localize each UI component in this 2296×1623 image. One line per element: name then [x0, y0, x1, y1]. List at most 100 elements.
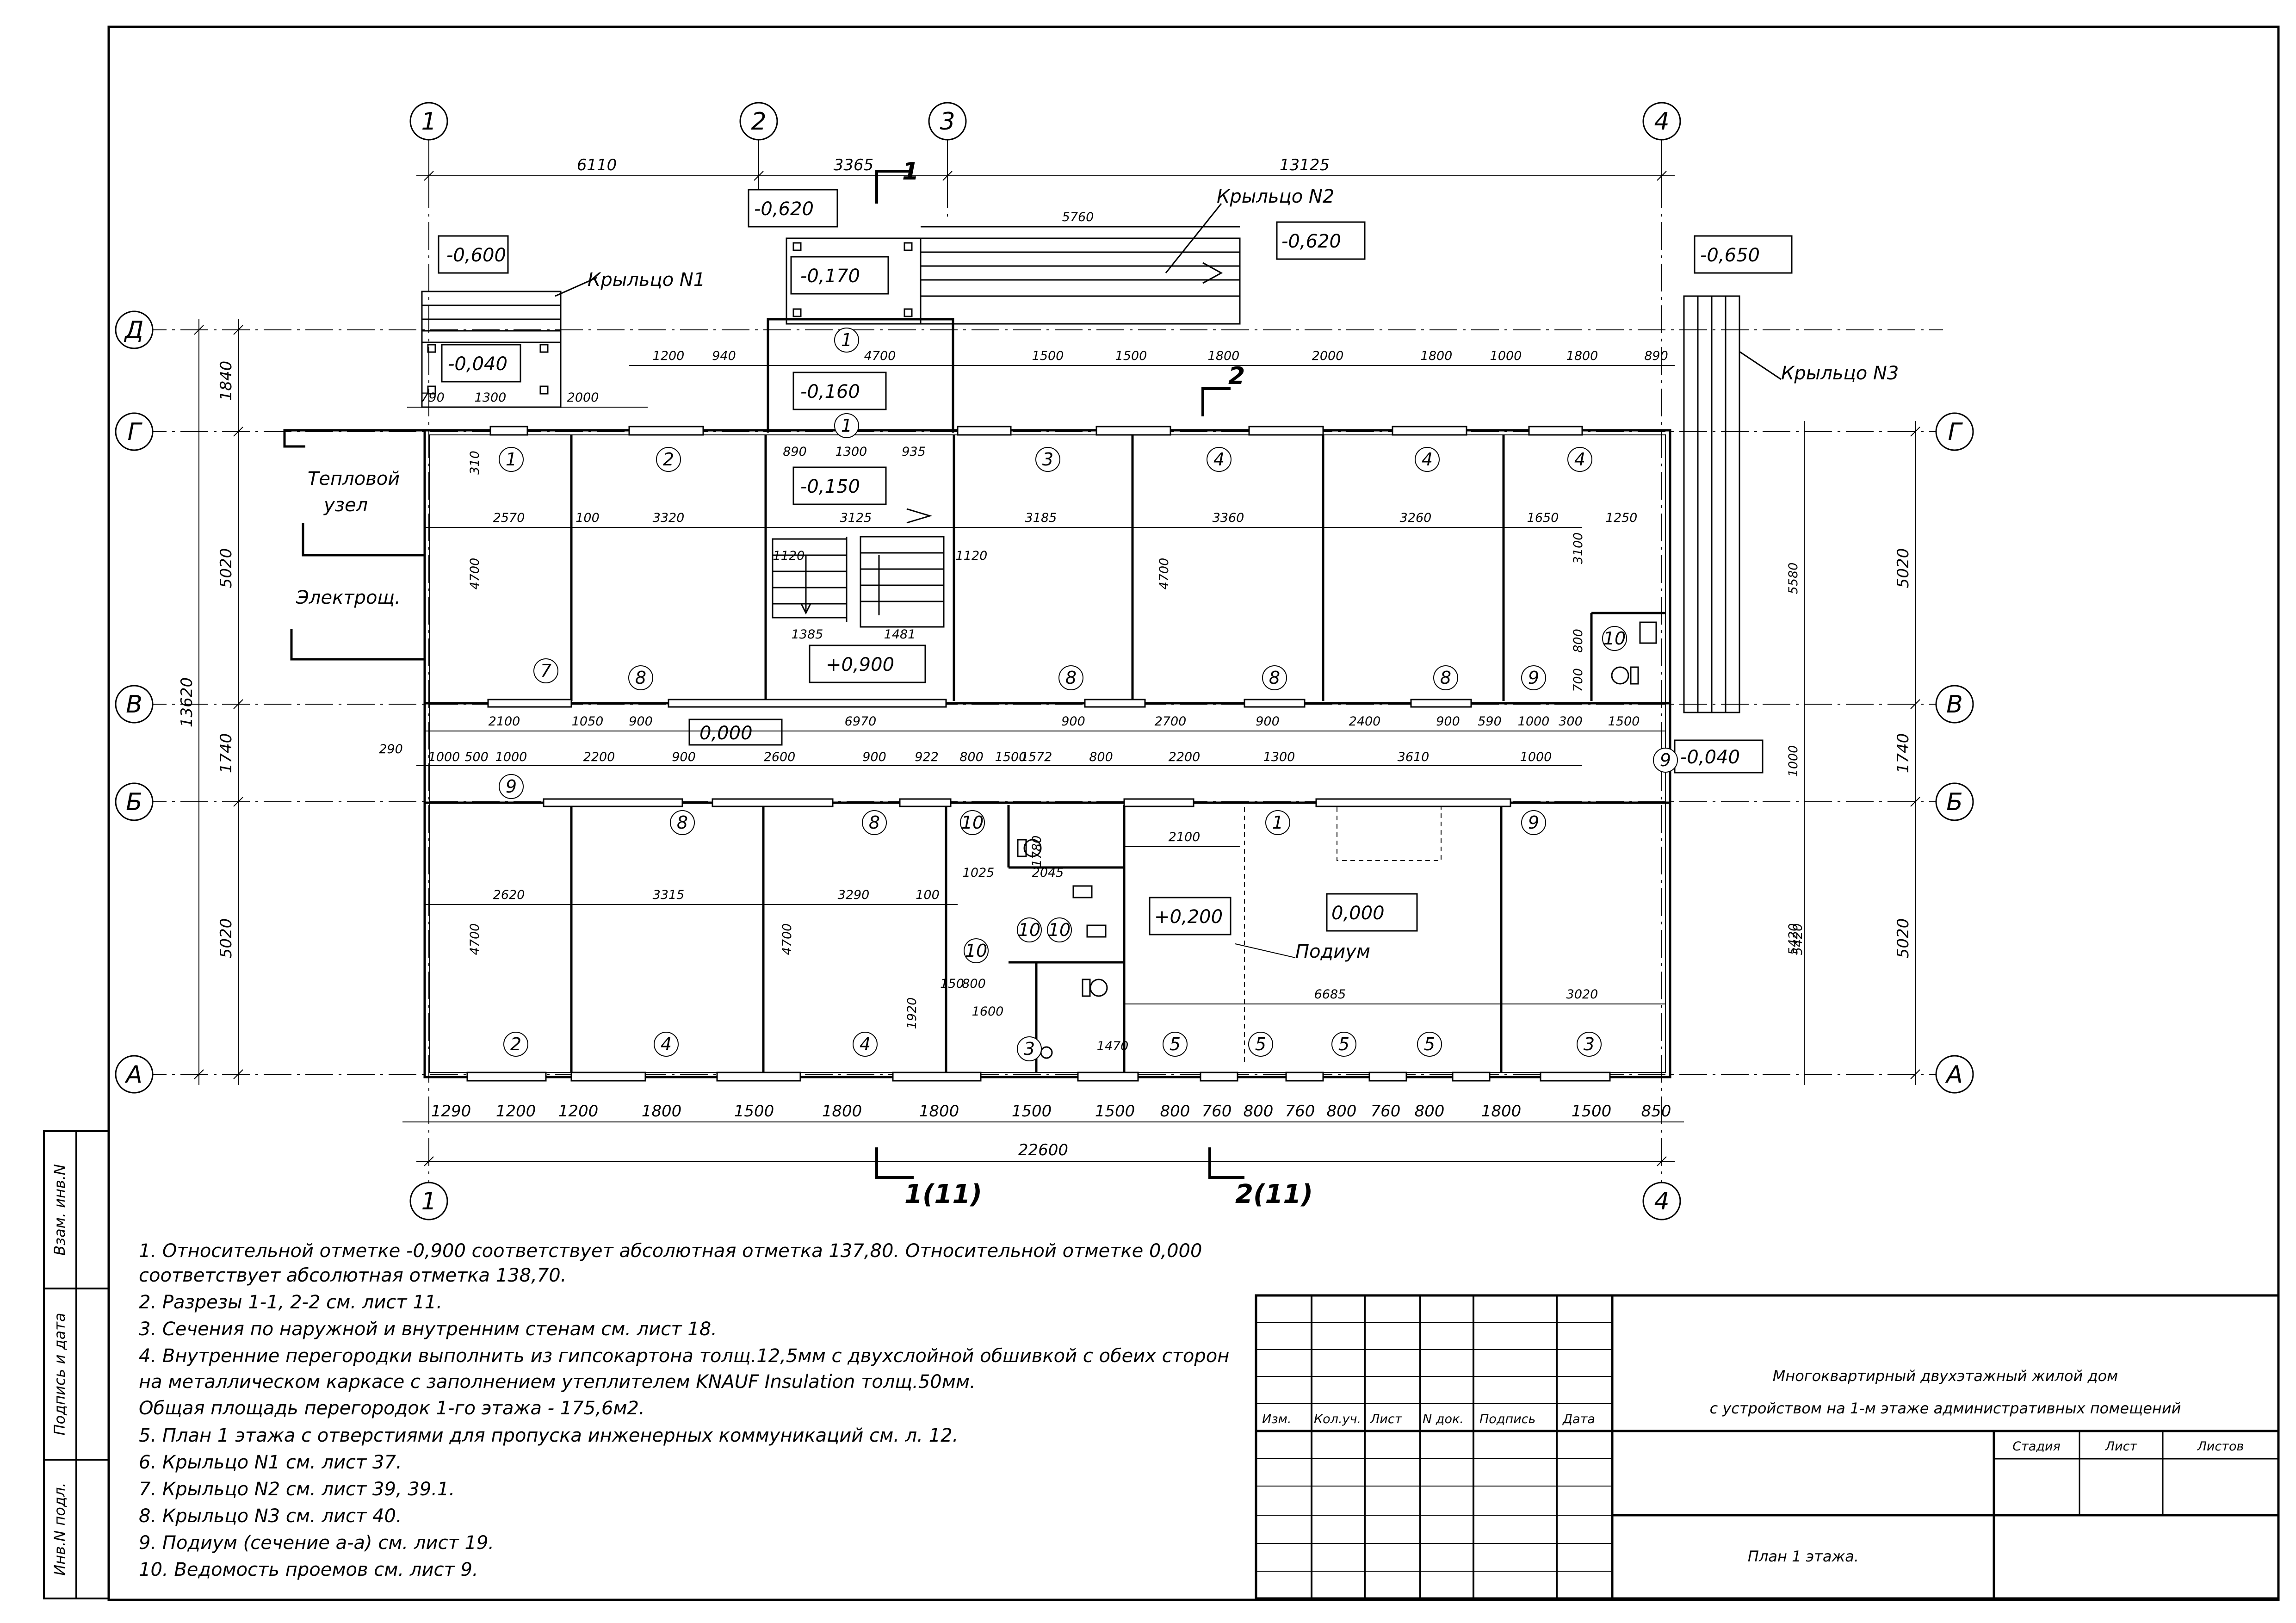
dim-bottom: 1200 — [558, 1102, 599, 1121]
axis-label: А — [124, 1061, 142, 1089]
dim-corridor2: 922 — [915, 750, 939, 764]
dim-stair: 1120 — [956, 549, 988, 563]
dim-small: 150 — [940, 977, 964, 991]
dim-stair: 1120 — [773, 549, 805, 563]
staircase — [772, 508, 945, 628]
note-line: 9. Подиум (сечение а-а) см. лист 19. — [139, 1532, 494, 1554]
dim-upper: 890 — [1644, 349, 1668, 363]
dim-room: 3320 — [653, 511, 685, 525]
title-block-col: Лист — [1370, 1412, 1403, 1426]
note-line: соответствует абсолютная отметка 138,70. — [139, 1265, 566, 1286]
upper-dimension-lines — [407, 365, 1675, 1004]
room-number: 4 — [1213, 449, 1225, 470]
section-mark-label: 1(11) — [904, 1179, 982, 1209]
note-line: 6. Крыльцо N1 см. лист 37. — [139, 1452, 402, 1473]
elev-mark: +0,900 — [826, 654, 894, 675]
dim-room: 3125 — [840, 511, 872, 525]
note-line: 1. Относительной отметке -0,900 соответс… — [139, 1240, 1202, 1262]
project-title-line-2: с устройством на 1-м этаже административ… — [1710, 1400, 2181, 1417]
dim-room-lower: 3290 — [838, 888, 870, 902]
note-line: 5. План 1 этажа с отверстиями для пропус… — [139, 1425, 958, 1446]
elev-mark: 0,000 — [699, 723, 753, 744]
dim-upper: 1500 — [1115, 349, 1147, 363]
axis-label: 1 — [421, 108, 436, 136]
note-line: 3. Сечения по наружной и внутренним стен… — [139, 1319, 717, 1340]
dim-bottom: 760 — [1202, 1102, 1232, 1121]
section-mark-label: 2 — [1228, 362, 1245, 390]
dim-right: 5020 — [1894, 918, 1912, 959]
dim-right-inner: 5580 — [1786, 563, 1801, 595]
room-number: 10 — [1018, 920, 1040, 940]
porch-1 — [421, 277, 597, 408]
dim-upper: 940 — [712, 349, 736, 363]
service-label: Тепловой — [308, 468, 400, 489]
openings — [466, 426, 1611, 1082]
dim-upper2: 790 — [421, 390, 445, 405]
room-number: 4 — [860, 1034, 871, 1054]
dim-corridor2: 900 — [672, 750, 696, 764]
room-number: 1 — [506, 449, 517, 470]
dim-corridor2: 3610 — [1398, 750, 1430, 764]
elev-mark: -0,650 — [1700, 245, 1760, 266]
dim-room: 3185 — [1025, 511, 1057, 525]
porch-1-label: Крыльцо N1 — [588, 269, 705, 291]
dim-corridor: 2700 — [1155, 714, 1187, 729]
dim-left: 1740 — [217, 733, 235, 774]
room-number: 10 — [1048, 920, 1071, 940]
room-number: 5 — [1255, 1034, 1266, 1054]
dim-corridor2: 800 — [1089, 750, 1113, 764]
sheet-frame — [107, 25, 2280, 1601]
porch-3 — [1683, 295, 1782, 713]
dim-small: 1780 — [1030, 836, 1044, 867]
axis-label: Б — [126, 788, 142, 816]
dim-room: 2570 — [493, 511, 525, 525]
dim-top-3: 13125 — [1280, 156, 1330, 174]
porch-3-label: Крыльцо N3 — [1781, 363, 1899, 384]
dim-right: 1740 — [1894, 733, 1912, 774]
dim-upper: 1000 — [1490, 349, 1522, 363]
axis-bubble-A-right — [1935, 1055, 1974, 1094]
dim-stair: 1481 — [884, 627, 916, 642]
stamp-label: Подпись и дата — [51, 1313, 68, 1435]
room-number: 1 — [841, 330, 852, 350]
room-number: 7 — [540, 661, 551, 681]
dim-corridor: 900 — [1061, 714, 1085, 729]
dim-bottom-total: 22600 — [1018, 1141, 1068, 1159]
axis-bubble-A-left — [115, 1055, 154, 1094]
dim-room-lower: 6685 — [1314, 987, 1346, 1002]
dim-small: 1470 — [1097, 1039, 1129, 1053]
dim-stair: 935 — [902, 445, 926, 459]
axis-label: 1 — [421, 1188, 436, 1215]
room-number: 3 — [1042, 449, 1053, 470]
right-dimension-lines — [1804, 421, 1920, 1085]
room-number: 8 — [677, 812, 688, 833]
dim-right-inner: 5420 — [1786, 923, 1801, 955]
room-number: 9 — [1528, 812, 1539, 833]
room-number: 5 — [1424, 1034, 1435, 1054]
dim-upper2: 1300 — [475, 390, 507, 405]
dim-small: 5420 — [1791, 923, 1805, 955]
room-number: 8 — [1269, 668, 1280, 688]
podium-label: Подиум — [1295, 941, 1370, 962]
dim-top-2: 3365 — [834, 156, 874, 174]
room-number: 2 — [510, 1034, 521, 1054]
room-number: 4 — [661, 1034, 672, 1054]
room-number: 8 — [1440, 668, 1451, 688]
dim-bottom: 800 — [1244, 1102, 1274, 1121]
dim-corridor2: 1300 — [1263, 750, 1295, 764]
section-marks-bottom — [875, 1147, 1244, 1179]
axis-label: 4 — [1654, 108, 1669, 136]
dim-corridor2: 1500 — [995, 750, 1027, 764]
title-block-col: Дата — [1562, 1412, 1595, 1426]
dim-small: 4700 — [780, 923, 794, 955]
elev-mark: -0,620 — [1281, 231, 1341, 252]
room-number: 10 — [961, 812, 984, 833]
dim-stair: 890 — [783, 445, 807, 459]
dim-right-inner: 1000 — [1786, 745, 1801, 777]
note-line: 7. Крыльцо N2 см. лист 39, 39.1. — [139, 1479, 455, 1500]
dim-corridor: 900 — [629, 714, 653, 729]
dim-upper2: 2000 — [567, 390, 599, 405]
dim-stair: 1385 — [792, 627, 823, 642]
elevation-boxes — [438, 189, 1793, 935]
dim-small: 4700 — [468, 558, 482, 590]
